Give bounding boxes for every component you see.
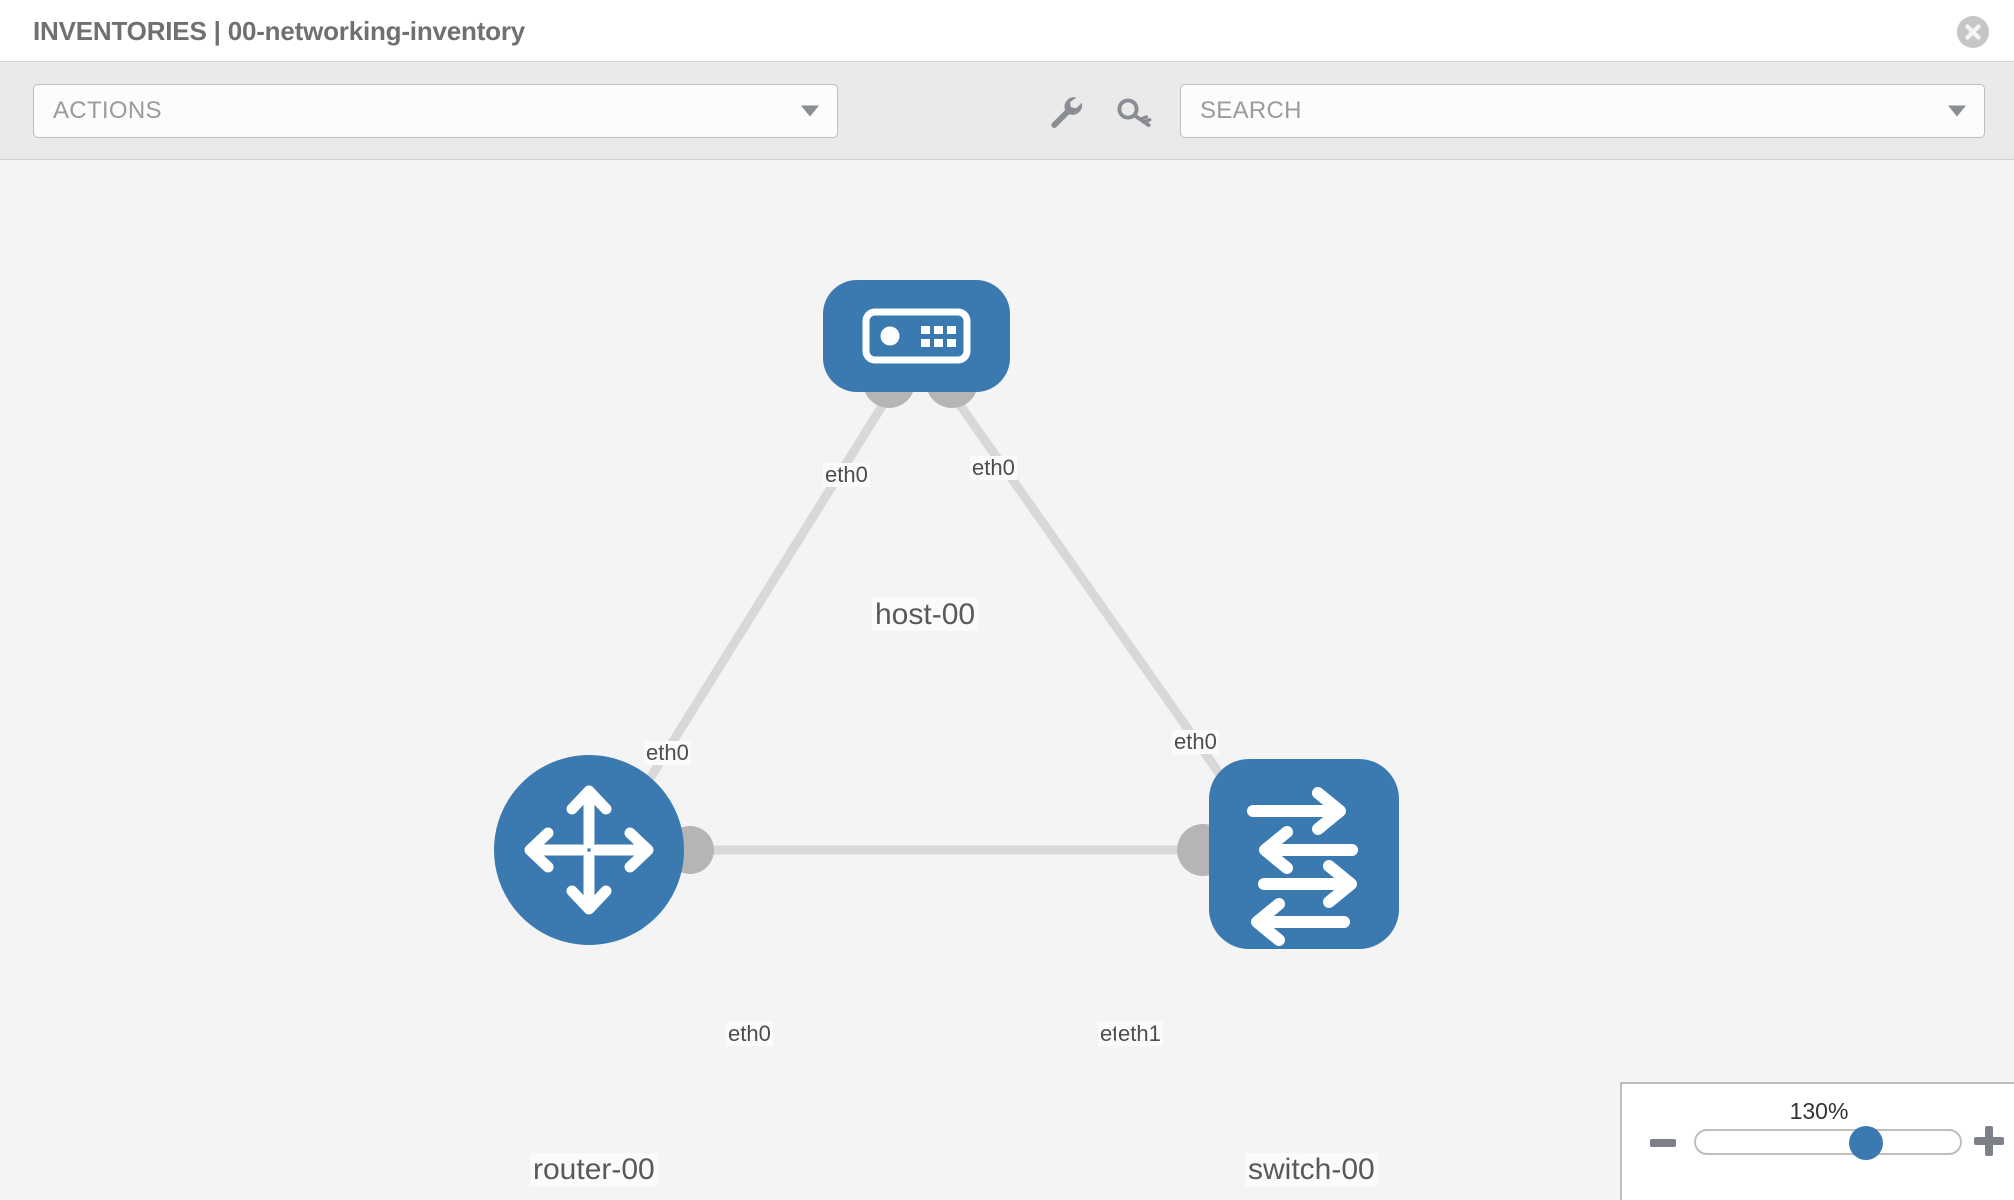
page-header: INVENTORIES | 00-networking-inventory [0, 0, 2014, 62]
node-label-host-00: host-00 [872, 598, 979, 631]
topology-canvas[interactable]: eth0 eth0 eth0 eth0 eth0 eth eth1 host-0… [0, 160, 2014, 1200]
zoom-slider-track[interactable] [1694, 1129, 1962, 1155]
page-title: INVENTORIES | 00-networking-inventory [33, 16, 526, 46]
edge-label: eth1 [1116, 1021, 1163, 1047]
edge-label: eth0 [970, 455, 1017, 481]
topology-node-switch-00 [1209, 759, 1399, 949]
key-icon[interactable] [1115, 94, 1155, 130]
switch-arrows-icon [1247, 787, 1358, 946]
toolbar: ACTIONS SEARCH [0, 62, 2014, 160]
search-dropdown[interactable]: SEARCH [1180, 84, 1985, 138]
zoom-out-button[interactable] [1650, 1139, 1676, 1147]
node-label-switch-00: switch-00 [1245, 1153, 1378, 1186]
search-input-placeholder: SEARCH [1200, 97, 1302, 124]
zoom-in-button[interactable] [1974, 1126, 2004, 1156]
topology-node-host-00 [823, 280, 1010, 392]
zoom-level-label: 130% [1789, 1098, 1849, 1124]
node-label-router-00: router-00 [530, 1153, 658, 1186]
edge-label: eth0 [726, 1021, 773, 1047]
close-icon[interactable] [1957, 16, 1989, 48]
actions-dropdown-label: ACTIONS [53, 97, 162, 124]
server-icon [862, 308, 971, 364]
router-arrows-icon [524, 785, 654, 915]
chevron-down-icon [1948, 105, 1966, 117]
wrench-icon[interactable] [1046, 94, 1086, 130]
topology-node-router-00 [494, 755, 684, 945]
topology-graph [494, 280, 1399, 949]
edge-label: eth0 [823, 462, 870, 488]
edge-label: eth0 [644, 740, 691, 766]
edge-label: eth0 [1172, 729, 1219, 755]
actions-dropdown[interactable]: ACTIONS [33, 84, 838, 138]
chevron-down-icon [801, 105, 819, 117]
zoom-slider-thumb[interactable] [1849, 1126, 1883, 1160]
zoom-control-panel: 130% [1620, 1082, 2014, 1200]
